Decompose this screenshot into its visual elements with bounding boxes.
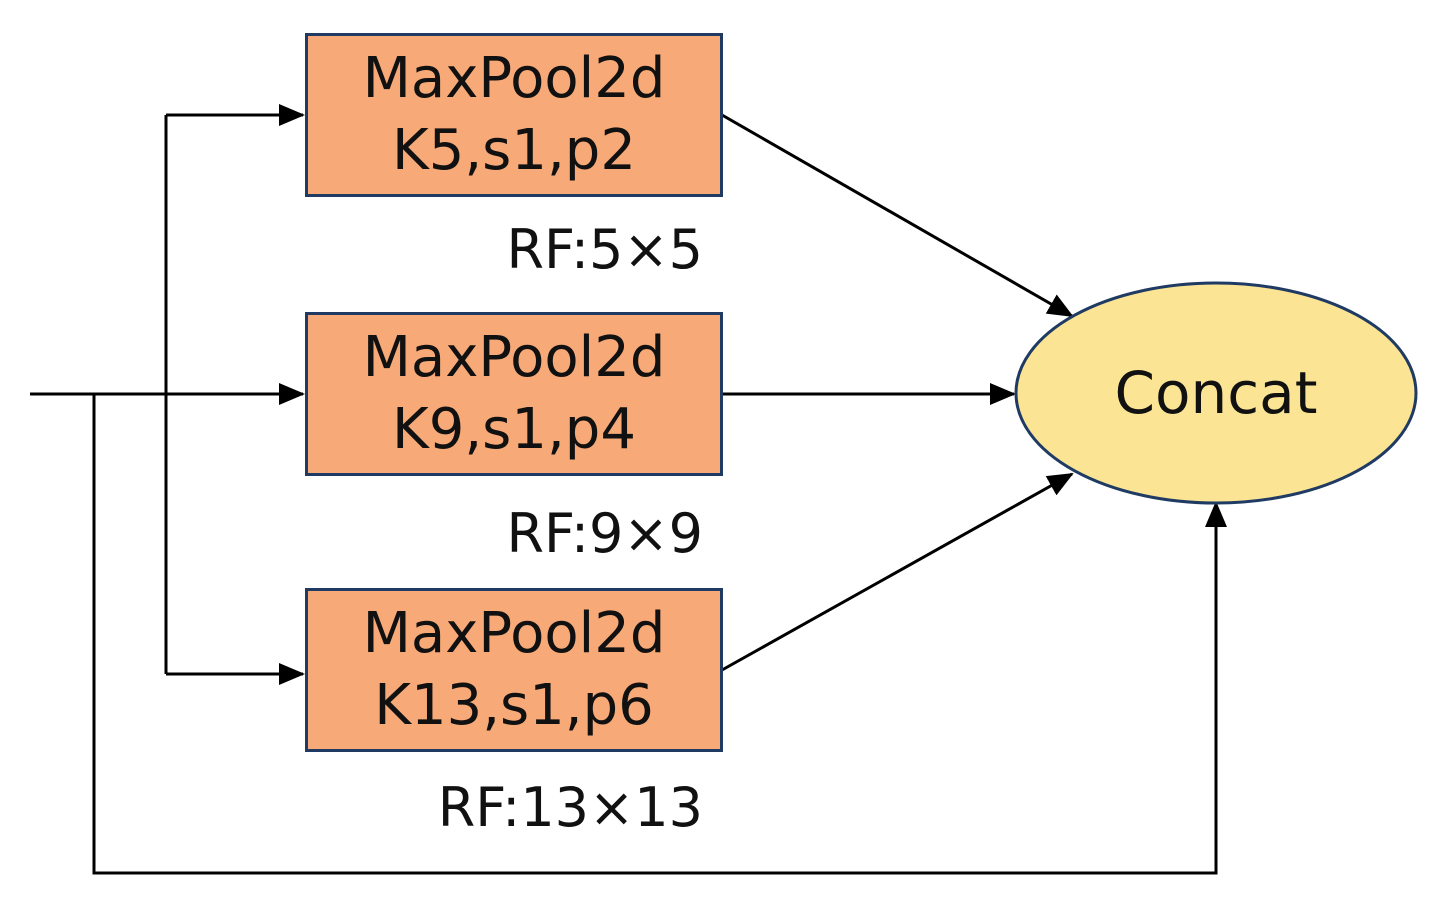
maxpool-box-k13: MaxPool2d K13,s1,p6 xyxy=(305,588,723,752)
concat-node xyxy=(1014,281,1418,505)
concat-label: Concat xyxy=(1114,359,1318,427)
maxpool-box-op-label: MaxPool2d xyxy=(362,46,666,111)
maxpool-box-k9: MaxPool2d K9,s1,p4 xyxy=(305,312,723,476)
maxpool-box-op-label: MaxPool2d xyxy=(362,325,666,390)
output-line-top xyxy=(721,113,1074,318)
maxpool-box-params-label: K9,s1,p4 xyxy=(392,397,636,462)
maxpool-box-params-label: K13,s1,p6 xyxy=(374,673,654,738)
maxpool-box-k5: MaxPool2d K5,s1,p2 xyxy=(305,33,723,197)
maxpool-box-params-label: K5,s1,p2 xyxy=(392,118,636,183)
receptive-field-label-k9: RF:9×9 xyxy=(506,502,703,565)
skip-connection-line xyxy=(92,394,1227,875)
maxpool-box-op-label: MaxPool2d xyxy=(362,601,666,666)
output-line-bottom xyxy=(721,472,1074,672)
receptive-field-label-k5: RF:5×5 xyxy=(506,218,703,281)
receptive-field-label-k13: RF:13×13 xyxy=(437,776,703,839)
